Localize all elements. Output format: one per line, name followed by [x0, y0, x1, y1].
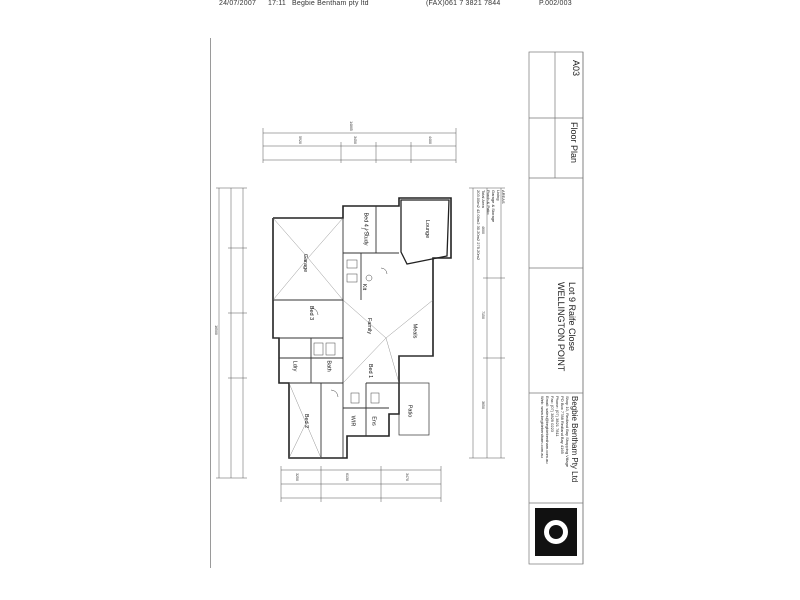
fax-sender: Begbie Bentham pty ltd — [292, 0, 369, 7]
room-label-garage: Garage — [302, 253, 309, 273]
floor-plan-drawing — [216, 51, 584, 565]
areas-porch: Porch & Patio — [486, 190, 491, 215]
room-label-meals: Meals — [411, 323, 418, 339]
roof-lines — [272, 217, 434, 459]
room-label-bed2: Bed 2 — [303, 413, 310, 429]
project-suburb: WELLINGTON POINT — [556, 282, 566, 372]
room-label-bed3: Bed 3 — [308, 305, 315, 321]
dim-overall-width: 16500 — [213, 325, 218, 335]
dim-bottom-2: 6130 — [344, 473, 349, 481]
room-label-patio: Patio — [406, 404, 413, 418]
internal-walls — [273, 206, 433, 458]
fixtures — [310, 227, 388, 404]
company-web: Web: www.begbiebentham.com.au — [540, 396, 545, 458]
room-label-bed4-study: Bed 4 / Study — [362, 212, 369, 246]
drawing-sheet: Lounge Bed 4 / Study Garage Bed 3 Family… — [210, 38, 619, 568]
dim-top-3: 4400 — [427, 136, 432, 144]
room-label-bath: Bath — [325, 360, 332, 372]
dimension-lines-top — [262, 128, 457, 163]
dim-top-2: 3450 — [352, 136, 357, 144]
areas-garage: Garage & Storage — [491, 190, 496, 223]
lounge-walls — [400, 199, 450, 265]
room-label-family: Family — [366, 317, 373, 335]
dim-side-3: 3650 — [480, 401, 485, 409]
room-label-ens: Ens — [370, 416, 377, 426]
dim-side-2: 7150 — [480, 311, 485, 319]
company-name: Begbie Bentham Pty Ltd — [570, 396, 579, 483]
room-label-kitchen: Kit — [361, 283, 368, 291]
dim-overall-length: 14805 — [348, 121, 353, 131]
company-address-2: PO Box 7788 Redland Bay 4165 — [560, 396, 565, 454]
fax-date: 24/07/2007 — [219, 0, 257, 7]
project-lot: Lot 9 Raife Close — [567, 282, 577, 352]
areas-values: 203.00m2 42.00m2 30.20m2 275.20m2 — [476, 190, 481, 261]
title-block-frame — [528, 51, 584, 565]
dimension-lines-right — [469, 187, 505, 459]
areas-table: AREAS Living Garage & Storage Porch & Pa… — [476, 190, 506, 260]
room-label-bed1: Bed 1 — [367, 363, 374, 379]
drawing-title: Floor Plan — [569, 122, 579, 164]
company-details: Begbie Bentham Pty Ltd Shop 10, Redland … — [540, 396, 579, 482]
drawing-number: A03 — [571, 60, 581, 77]
dim-bottom-1: 3250 — [294, 473, 299, 481]
patio-outline — [398, 382, 430, 436]
dimension-lines-bottom — [280, 466, 442, 502]
fax-number: (FAX)061 7 3821 7844 — [426, 0, 501, 7]
fax-page: P.002/003 — [539, 0, 572, 7]
dim-top-1: 5920 — [297, 136, 302, 144]
fax-time: 17:11 — [268, 0, 286, 7]
room-label-ldry: Ldry — [291, 360, 298, 372]
company-fax: Fax: (07) 3829 0223 — [550, 396, 555, 433]
dim-bottom-3: 3470 — [404, 473, 409, 481]
project-address: Lot 9 Raife Close WELLINGTON POINT — [555, 282, 577, 371]
company-email: Email: sales@begbiebentham.com.au — [545, 396, 550, 464]
areas-total: Total Area — [481, 190, 486, 208]
room-label-lounge: Lounge — [424, 219, 431, 239]
room-label-wir: WIR — [349, 415, 356, 427]
dimension-lines-left — [216, 187, 247, 479]
fax-header: 24/07/2007 17:11 Begbie Bentham pty ltd … — [0, 0, 800, 14]
areas-title: AREAS — [501, 190, 506, 204]
